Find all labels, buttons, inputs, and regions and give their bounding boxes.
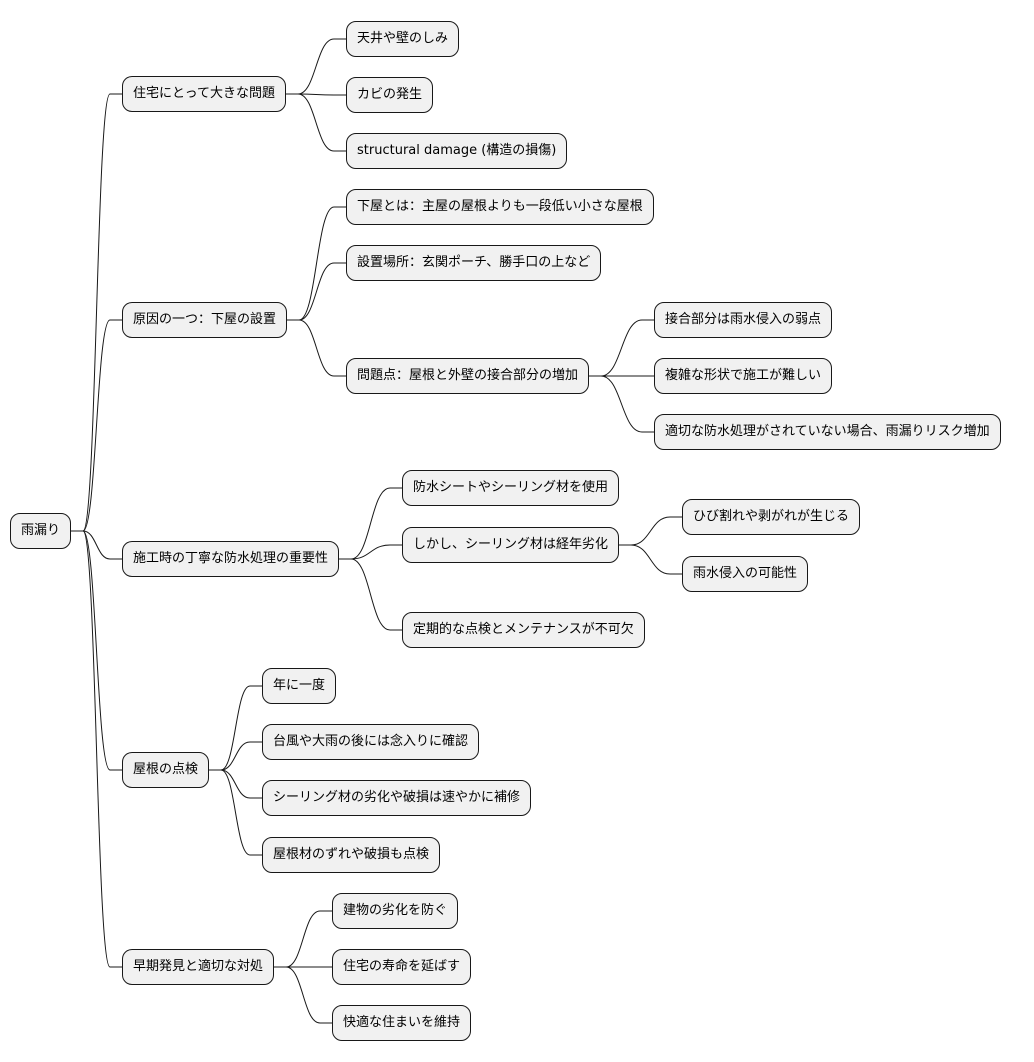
mindmap-root-node: 雨漏り <box>10 513 72 549</box>
branch-node: 早期発見と適切な対処 <box>122 949 275 985</box>
connector-line <box>285 38 346 95</box>
leaf-node: 屋根材のずれや破損も点検 <box>262 837 441 873</box>
leaf-node: 住宅の寿命を延ばす <box>332 949 472 985</box>
leaf-node: 複雑な形状で施工が難しい <box>654 358 833 394</box>
connector-line <box>589 319 654 377</box>
branch-node: 住宅にとって大きな問題 <box>122 76 286 112</box>
leaf-node: 接合部分は雨水侵入の弱点 <box>654 302 833 338</box>
connector-line <box>274 966 332 1024</box>
leaf-node: 設置場所：玄関ポーチ、勝手口の上など <box>346 245 602 281</box>
leaf-node: ひび割れや剥がれが生じる <box>682 499 861 535</box>
connector-line <box>71 530 122 968</box>
leaf-node: 適切な防水処理がされていない場合、雨漏りリスク増加 <box>654 414 1001 450</box>
leaf-node: 下屋とは：主屋の屋根よりも一段低い小さな屋根 <box>346 189 654 225</box>
branch-node: 屋根の点検 <box>122 752 210 788</box>
connector-line <box>209 769 262 799</box>
leaf-node: 防水シートやシーリング材を使用 <box>402 470 620 506</box>
sub-branch-node: しかし、シーリング材は経年劣化 <box>402 527 620 563</box>
leaf-node: シーリング材の劣化や破損は速やかに補修 <box>262 780 532 816</box>
leaf-node: カビの発生 <box>346 77 434 113</box>
connector-line <box>285 93 346 152</box>
connector-line <box>619 516 682 546</box>
leaf-node: structural damage (構造の損傷) <box>346 133 568 169</box>
leaf-node: 快適な住まいを維持 <box>332 1005 472 1041</box>
sub-branch-node: 問題点：屋根と外壁の接合部分の増加 <box>346 358 590 394</box>
leaf-node: 建物の劣化を防ぐ <box>332 893 459 929</box>
connector-line <box>209 685 262 771</box>
leaf-node: 年に一度 <box>262 668 337 704</box>
connector-line <box>287 262 346 321</box>
branch-node: 施工時の丁寧な防水処理の重要性 <box>122 541 340 577</box>
connector-line <box>71 93 122 532</box>
branch-node: 原因の一つ：下屋の設置 <box>122 302 288 338</box>
connector-line <box>339 544 402 560</box>
connector-line <box>339 558 402 631</box>
connector-line <box>209 741 262 771</box>
connector-line <box>71 530 122 560</box>
leaf-node: 天井や壁のしみ <box>346 21 460 57</box>
connector-line <box>287 206 346 321</box>
connector-line <box>274 910 332 968</box>
connector-line <box>619 544 682 575</box>
connector-line <box>287 319 346 377</box>
connector-line <box>339 487 402 560</box>
connector-line <box>71 319 122 532</box>
leaf-node: 台風や大雨の後には念入りに確認 <box>262 724 480 760</box>
connector-line <box>589 375 654 433</box>
leaf-node: 定期的な点検とメンテナンスが不可欠 <box>402 612 645 648</box>
connector-line <box>209 769 262 856</box>
connector-line <box>71 530 122 771</box>
leaf-node: 雨水侵入の可能性 <box>682 556 809 592</box>
